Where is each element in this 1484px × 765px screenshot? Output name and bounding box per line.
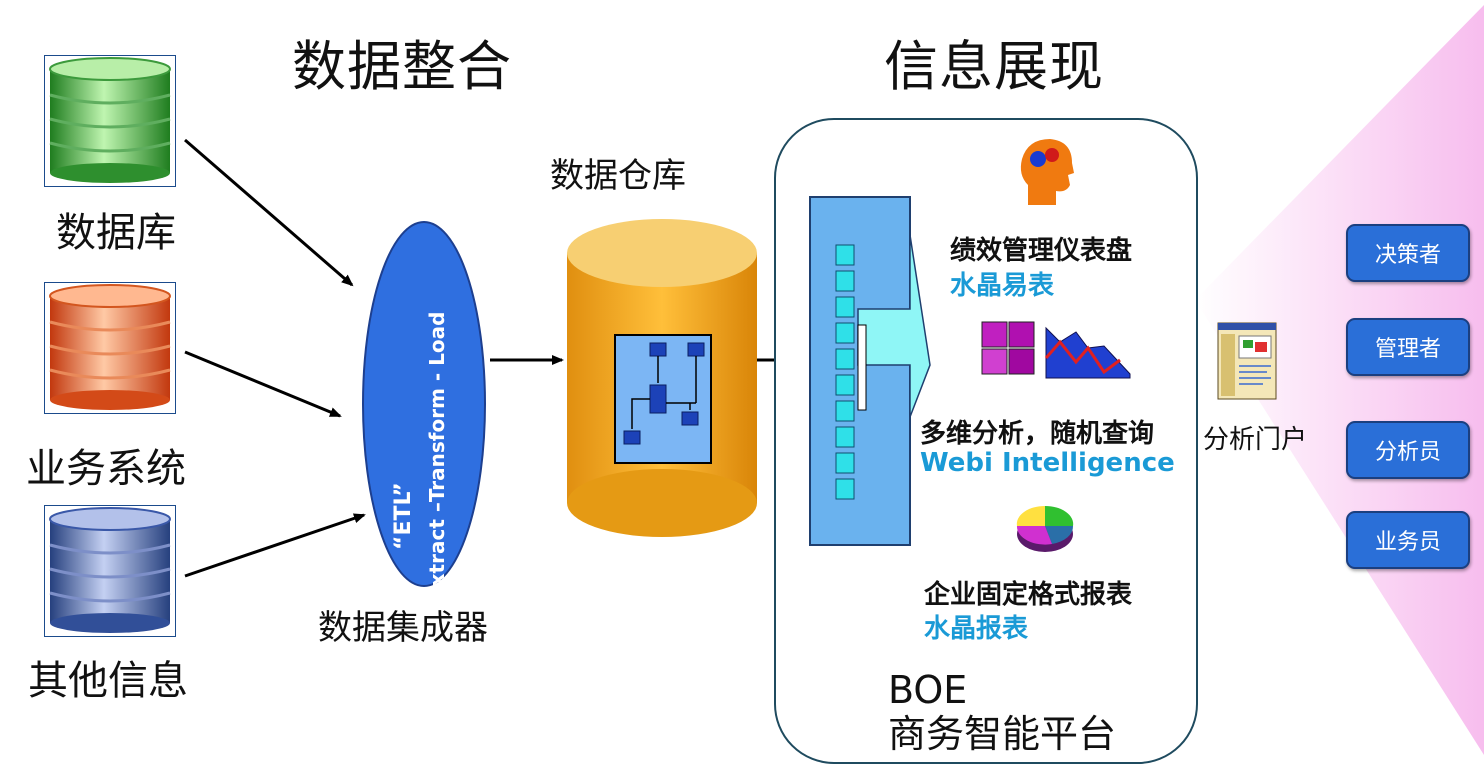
source-label-database: 数据库 — [56, 210, 176, 256]
portal-label: 分析门户 — [1203, 425, 1308, 455]
etl-caption: 数据集成器 — [318, 608, 488, 648]
feature-product-webi: Webi Intelligence — [920, 448, 1175, 478]
feature-product-xcelsius: 水晶易表 — [950, 271, 1055, 301]
role-button-analyst[interactable]: 分析员 — [1346, 421, 1470, 479]
heading-data-integration: 数据整合 — [292, 35, 512, 98]
platform-name-line1: BOE — [888, 668, 968, 712]
feature-title-olap: 多维分析，随机查询 — [920, 419, 1155, 449]
warehouse-label: 数据仓库 — [550, 156, 686, 196]
blue-database-icon — [44, 505, 176, 637]
etl-full-name: Extract –Transform - Load — [425, 312, 449, 590]
warehouse-cylinder-icon — [567, 219, 757, 537]
feature-title-dashboard: 绩效管理仪表盘 — [950, 236, 1133, 266]
etl-quote-label: “ETL” — [391, 482, 416, 550]
source-label-other-info: 其他信息 — [28, 658, 188, 704]
olap-cube-chart-icon — [981, 321, 1131, 379]
source-label-business-system: 业务系统 — [26, 446, 186, 492]
role-button-manager[interactable]: 管理者 — [1346, 318, 1470, 376]
portal-screenshot-icon — [1217, 322, 1277, 400]
green-database-icon — [44, 55, 176, 187]
platform-name: BOE 商务智能平台 — [888, 668, 1116, 756]
integration-bus-icon — [809, 196, 931, 546]
heading-information-presentation: 信息展现 — [884, 35, 1104, 98]
head-gears-icon — [1020, 139, 1074, 205]
pie-chart-icon — [1016, 505, 1074, 552]
role-button-decision-maker[interactable]: 决策者 — [1346, 224, 1470, 282]
role-button-business-staff[interactable]: 业务员 — [1346, 511, 1470, 569]
etl-ellipse: “ETL” Extract –Transform - Load — [362, 221, 486, 590]
platform-name-line2: 商务智能平台 — [888, 712, 1117, 756]
feature-title-reports: 企业固定格式报表 — [924, 580, 1133, 610]
orange-database-icon — [44, 282, 176, 414]
feature-product-crystal-reports: 水晶报表 — [924, 614, 1029, 644]
